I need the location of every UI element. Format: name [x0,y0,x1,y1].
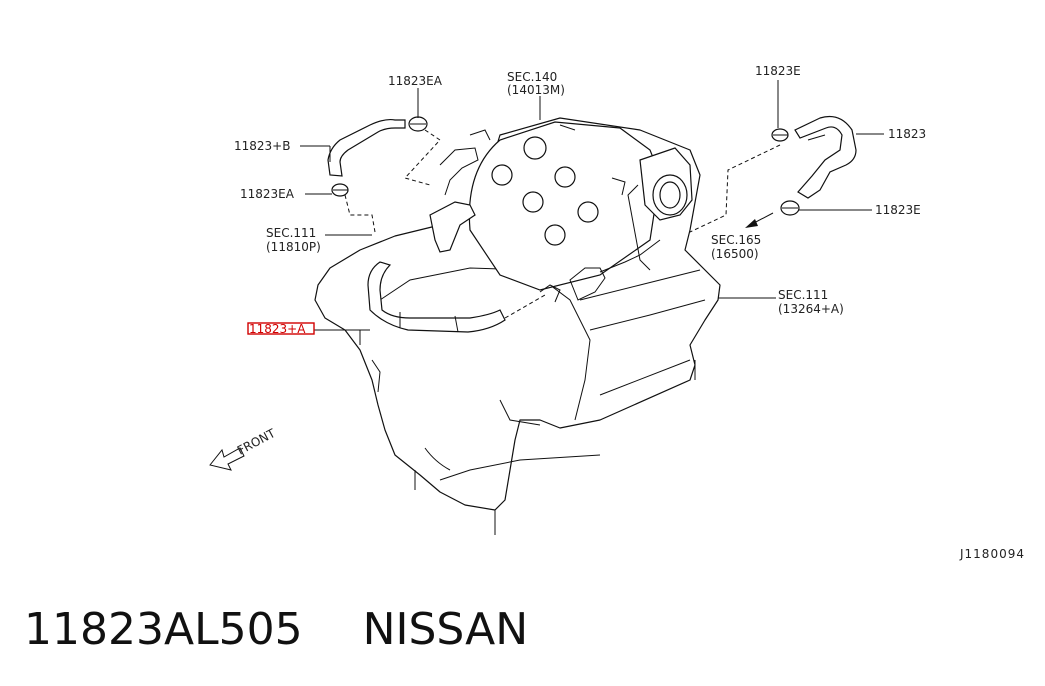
callout-sec111-right-ref: (13264+A) [778,302,844,316]
throttle-body [627,147,693,271]
callout-sec111-left-ref: (11810P) [266,240,321,254]
hose-11823-b [327,118,406,177]
leader-lines [300,80,884,331]
callout-11823-b: 11823+B [234,139,290,153]
callout-11823ea-left: 11823EA [240,187,295,201]
brand-name: NISSAN [362,604,529,655]
engine-block [314,117,721,535]
front-label: FRONT [235,426,278,458]
callout-sec165: SEC.165 [711,233,761,247]
callout-sec140: SEC.140 [507,70,557,84]
drawing-code: J1180094 [959,547,1025,561]
callout-11823ea-top: 11823EA [388,74,443,88]
hose-11823-a [367,261,506,333]
intake-plenum [468,121,661,291]
clamp-11823ea-top [408,116,428,132]
part-number: 11823AL505 [24,604,303,655]
part-caption: 11823AL505 NISSAN [24,600,528,660]
callout-11823e-top: 11823E [755,64,801,78]
callout-sec165-ref: (16500) [711,247,759,261]
pcv-pipe [429,147,661,303]
callout-sec111-left: SEC.111 [266,226,316,240]
hose-11823 [794,115,857,199]
highlighted-callout-11823-a[interactable]: 11823+A [247,322,315,336]
callout-sec111-right: SEC.111 [778,288,828,302]
front-arrow-icon [209,447,245,471]
clamp-11823e-top [771,128,789,142]
arrow-icon [745,212,774,228]
clamp-11823e-right [780,200,800,216]
routing-dashes [344,129,781,319]
callout-11823: 11823 [888,127,926,141]
callout-sec140-ref: (14013M) [507,83,565,97]
engine-hose-diagram: FRONT 11823EA SEC.140 (14013M) 11823E 11… [209,64,1025,561]
callout-11823-a-label: 11823+A [249,322,306,336]
callout-11823e-right: 11823E [875,203,921,217]
clamp-11823ea-left [331,183,349,197]
